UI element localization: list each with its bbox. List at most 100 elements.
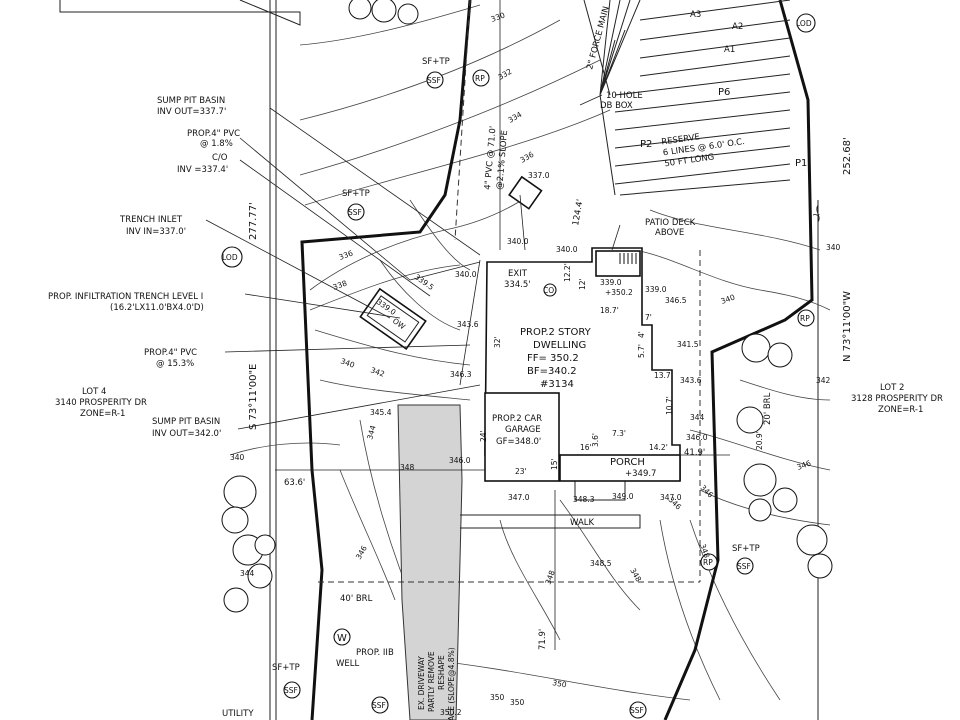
elev-9: 345.4 — [370, 408, 392, 417]
contour-336b: 336 — [338, 248, 355, 261]
lot2-line3: ZONE=R-1 — [878, 405, 923, 415]
contour-348d: 348 — [400, 463, 415, 472]
porch-elevation: +349.7 — [625, 469, 656, 479]
cleanout-line1: C/O — [212, 153, 228, 163]
driveway-text: EX. DRIVEWAY PARTLY REMOVE RESHAPE RESUR… — [417, 647, 456, 720]
lot2-line2: 3128 PROSPERITY DR — [851, 394, 943, 404]
well-line1: PROP. IIB — [356, 648, 394, 658]
field-p2: P2 — [640, 139, 652, 150]
dist-right-label: 252.68' — [842, 137, 853, 175]
lod-tag-2: LOD — [796, 19, 812, 28]
field-a1: A1 — [724, 45, 735, 55]
dim-5-7: 5.7' — [637, 344, 646, 358]
hole-box-line2: DB BOX — [600, 101, 633, 111]
patio-deck-line1: PATIO DECK — [645, 218, 696, 228]
elev-18: 348.5 — [590, 559, 612, 568]
dim-63-6: 63.6' — [284, 478, 305, 488]
contour-346a: 346 — [354, 544, 369, 561]
sump-pit-2-line2: INV OUT=342.0' — [152, 429, 221, 439]
lod-tag-1: LOD — [222, 253, 238, 262]
labels: SUMP PIT BASIN INV OUT=337.7' PROP.4" PV… — [48, 5, 943, 720]
dim-15: 15' — [550, 458, 559, 470]
trees — [221, 0, 833, 613]
hole-box-line1: 10 HOLE — [606, 91, 643, 101]
lot4-line3: ZONE=R-1 — [80, 409, 125, 419]
bearing-right-label: N 73°11'00"W — [842, 291, 853, 362]
elev-2: 339.0 — [645, 285, 667, 294]
patio-deck-line2: ABOVE — [655, 228, 684, 238]
infiltration-trench-line2: (16.2'LX11.0'BX4.0'D) — [110, 303, 204, 313]
sf-tp-tag-1: SF+TP — [422, 57, 450, 67]
tag-symbols — [221, 13, 816, 719]
elev-11: 347.0 — [508, 493, 530, 502]
porch-step — [574, 478, 626, 501]
dwelling-line3: FF= 350.2 — [527, 353, 579, 364]
brl-20-label: 20' BRL — [763, 392, 773, 425]
elev-5: 340.0 — [556, 245, 578, 254]
contour-344b: 344 — [240, 569, 255, 578]
elev-14: 347.0 — [660, 493, 682, 502]
porch-outline — [559, 454, 681, 482]
lot4-line1: LOT 4 — [82, 387, 106, 397]
ssf-tag-6: SSF — [630, 706, 644, 715]
contour-350c: 350 — [490, 693, 505, 702]
dim-23: 23' — [515, 467, 527, 476]
infiltration-trench-line1: PROP. INFILTRATION TRENCH LEVEL I — [48, 292, 203, 302]
lot2-line1: LOT 2 — [880, 383, 904, 393]
ssf-tag-4: SSF — [284, 686, 298, 695]
sf-tp-tag-4: SF+TP — [272, 663, 300, 673]
patio-deck-hatch — [619, 253, 637, 264]
trench-inlet-line2: INV IN=337.0' — [126, 227, 186, 237]
walk-label: WALK — [570, 518, 594, 528]
ssf-tag-1: SSF — [427, 76, 441, 85]
field-p1: P1 — [795, 158, 807, 169]
svg-text:RESHAPE: RESHAPE — [437, 655, 446, 690]
sump-pit-1-line2: INV OUT=337.7' — [157, 107, 226, 117]
field-a2: A2 — [732, 22, 743, 32]
contour-340b: 340 — [230, 453, 245, 462]
db-box-trench — [508, 175, 543, 210]
dim-41-9: 41.9' — [684, 448, 705, 458]
infiltration-trench — [359, 287, 427, 351]
north-arrow — [816, 204, 820, 223]
contour-334: 334 — [507, 110, 524, 125]
elev-19: 350.2 — [440, 708, 462, 717]
well-line2: WELL — [336, 659, 360, 669]
top-callout-box — [59, 0, 301, 26]
prop-pvc-2-line2: @ 15.3% — [156, 359, 194, 369]
field-p6: P6 — [718, 87, 730, 98]
bearing-left-label: S 73°11'00"E — [248, 364, 259, 430]
septic-field-lines — [583, 0, 791, 196]
elev-8: 346.3 — [450, 370, 472, 379]
dim-14-2: 14.2' — [649, 443, 668, 452]
elev-10: 346.0 — [449, 456, 471, 465]
contour-340d: 340 — [826, 243, 841, 252]
sump-pit-1-line1: SUMP PIT BASIN — [157, 96, 225, 106]
elev-16: 343.6 — [680, 376, 702, 385]
svg-text:RESURFACE (SLOPE@4.8%): RESURFACE (SLOPE@4.8%) — [447, 647, 456, 720]
prop-pvc-2-line1: PROP.4" PVC — [144, 348, 197, 358]
svg-text:PARTLY REMOVE: PARTLY REMOVE — [427, 651, 436, 712]
contour-350b: 350 — [552, 678, 568, 689]
well-symbol-text: W — [337, 633, 347, 644]
contour-342: 342 — [369, 365, 386, 378]
elev-6: 346.5 — [665, 296, 687, 305]
prop-pvc-1-line2: @ 1.8% — [200, 139, 233, 149]
contour-332: 332 — [497, 67, 514, 82]
rp-tag-1: RP — [475, 74, 485, 83]
contour-344c: 344 — [690, 413, 705, 422]
co-tag: CO — [543, 286, 554, 295]
contour-348b: 348 — [628, 567, 643, 584]
dim-18-7: 18.7' — [600, 306, 619, 315]
contour-336a: 336 — [519, 150, 536, 165]
dim-7-3: 7.3' — [612, 429, 626, 438]
elev-15: 346.0 — [686, 433, 708, 442]
ssf-tag-2: SSF — [348, 208, 362, 217]
ssf-tag-3: SSF — [737, 562, 751, 571]
field-a3: A3 — [690, 10, 701, 20]
dim-3-6: 3.6' — [591, 433, 600, 447]
contour-350a: 350 — [510, 698, 525, 707]
elev-1: +350.2 — [605, 288, 633, 297]
contour-346c: 346 — [796, 458, 813, 471]
